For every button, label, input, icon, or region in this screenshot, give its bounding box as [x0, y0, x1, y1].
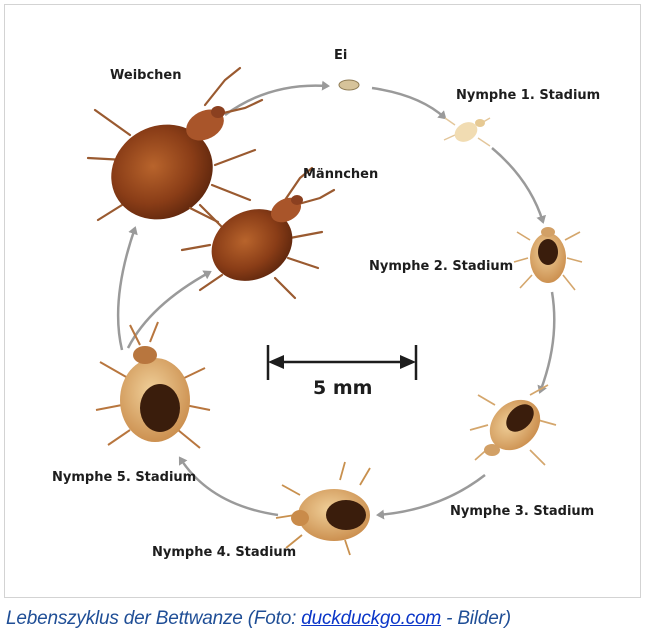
scale-bar: [268, 345, 416, 380]
caption-prefix: Lebenszyklus der Bettwanze (Foto:: [6, 608, 301, 629]
nymph-5-icon: [96, 322, 210, 448]
caption-source-link[interactable]: duckduckgo.com: [301, 608, 441, 629]
label-nymphe-2: Nymphe 2. Stadium: [369, 259, 513, 274]
label-ei: Ei: [334, 48, 347, 63]
lifecycle-diagram: Ei Weibchen Männchen Nymphe 1. Stadium N…: [0, 0, 647, 600]
nymph-3-icon: [470, 385, 556, 465]
label-nymphe-1: Nymphe 1. Stadium: [456, 88, 600, 103]
egg-icon: [339, 80, 359, 90]
caption-suffix: - Bilder): [441, 608, 511, 629]
nymph-4-icon: [276, 462, 370, 555]
label-maennchen: Männchen: [303, 167, 378, 182]
nymph-2-icon: [514, 227, 582, 290]
figure-caption: Lebenszyklus der Bettwanze (Foto: duckdu…: [6, 608, 511, 630]
nymph-1-icon: [444, 118, 490, 146]
arrow-ei-to-n1: [372, 88, 445, 118]
label-weibchen: Weibchen: [110, 68, 182, 83]
arrow-n5-to-maennchen: [128, 272, 210, 348]
label-nymphe-4: Nymphe 4. Stadium: [152, 545, 296, 560]
weibchen-bug-icon: [88, 68, 262, 237]
label-nymphe-5: Nymphe 5. Stadium: [52, 470, 196, 485]
scale-label: 5 mm: [313, 377, 372, 399]
arrow-n2-to-n3: [540, 292, 554, 392]
arrow-weibchen-to-ei: [225, 86, 328, 115]
arrow-n1-to-n2: [492, 148, 543, 222]
arrow-n4-to-n5: [180, 458, 278, 515]
label-nymphe-3: Nymphe 3. Stadium: [450, 504, 594, 519]
